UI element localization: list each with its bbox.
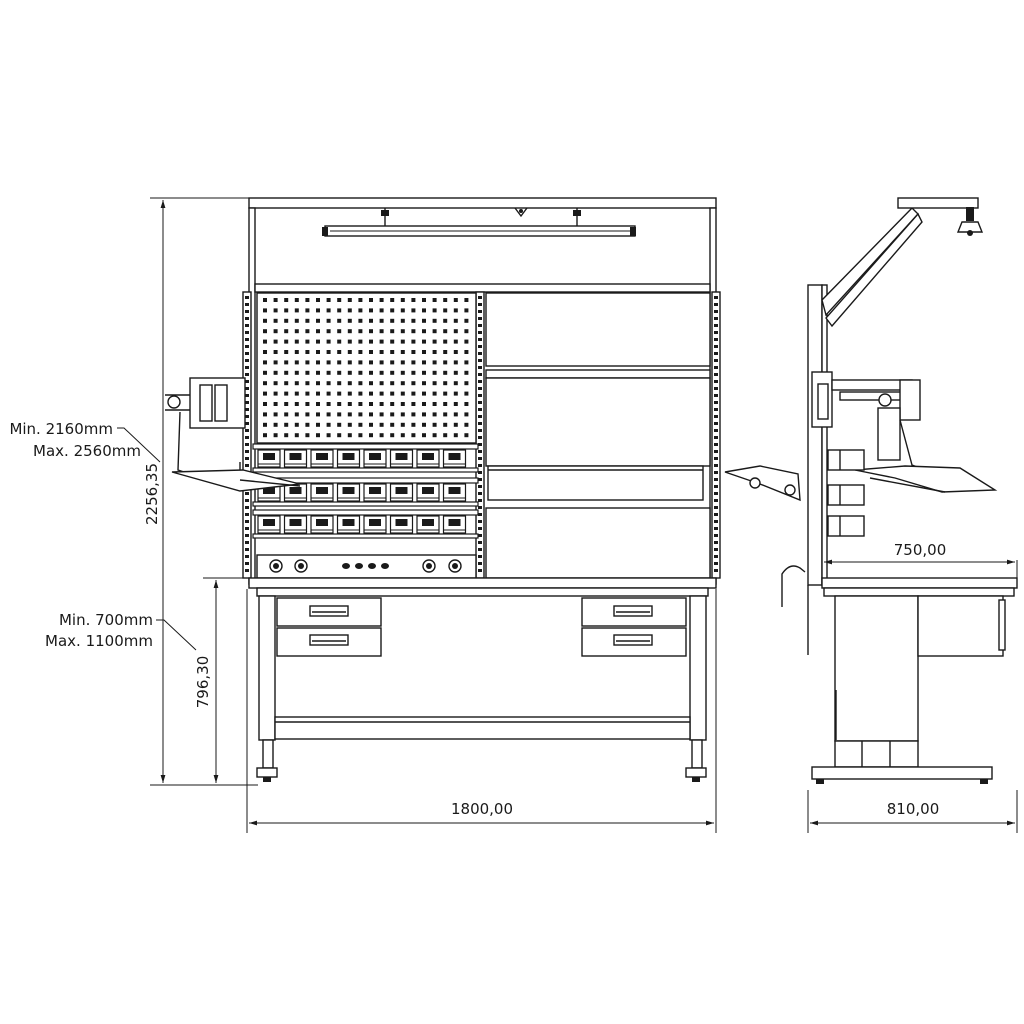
top-depth-side-value: 750,00 — [894, 541, 947, 559]
table-height-value: 796,30 — [194, 656, 212, 709]
side-desk-top — [821, 577, 1018, 589]
drawer-unit-left — [276, 597, 382, 657]
total-height-value: 2256,35 — [143, 463, 161, 525]
right-panels — [485, 292, 711, 579]
desk-top — [248, 577, 717, 589]
dimension-width-front: 1800,00 — [246, 589, 717, 833]
dimension-depth-side: 810,00 — [807, 790, 1018, 833]
table-height-max-note: Max. 1100mm — [45, 632, 153, 650]
side-bins — [827, 449, 865, 537]
side-frame — [807, 585, 1015, 784]
side-view — [724, 197, 1018, 784]
slotted-rail-left — [242, 291, 252, 579]
side-column — [807, 284, 823, 586]
total-height-min-note: Min. 2160mm — [9, 420, 113, 438]
front-view — [165, 197, 721, 782]
drawer-unit-right — [581, 597, 687, 657]
dimension-table-height: 796,30 — [194, 577, 249, 783]
light-fixture — [322, 207, 636, 237]
swing-arm-tray — [165, 377, 301, 492]
side-arm-mount — [811, 371, 926, 471]
total-height-max-note: Max. 2560mm — [33, 442, 141, 460]
dimension-top-depth-side: 750,00 — [824, 541, 1018, 578]
lamp-arm — [821, 197, 984, 328]
power-panel — [256, 554, 477, 579]
side-trays — [724, 465, 998, 502]
side-hook — [781, 565, 806, 607]
note-total-height: Min. 2160mm Max. 2560mm — [9, 420, 161, 463]
depth-side-value: 810,00 — [887, 800, 940, 818]
dimension-total-height: 2256,35 — [143, 197, 258, 786]
note-table-height: Min. 700mm Max. 1100mm — [45, 611, 197, 651]
desk-frame — [256, 587, 709, 782]
storage-bin-rows — [252, 443, 479, 539]
upper-crossbar — [254, 283, 711, 293]
table-height-min-note: Min. 700mm — [59, 611, 153, 629]
overhead-beam — [248, 197, 717, 209]
slotted-rail-right — [711, 291, 721, 579]
perforated-panel — [256, 292, 477, 444]
width-front-value: 1800,00 — [451, 800, 513, 818]
